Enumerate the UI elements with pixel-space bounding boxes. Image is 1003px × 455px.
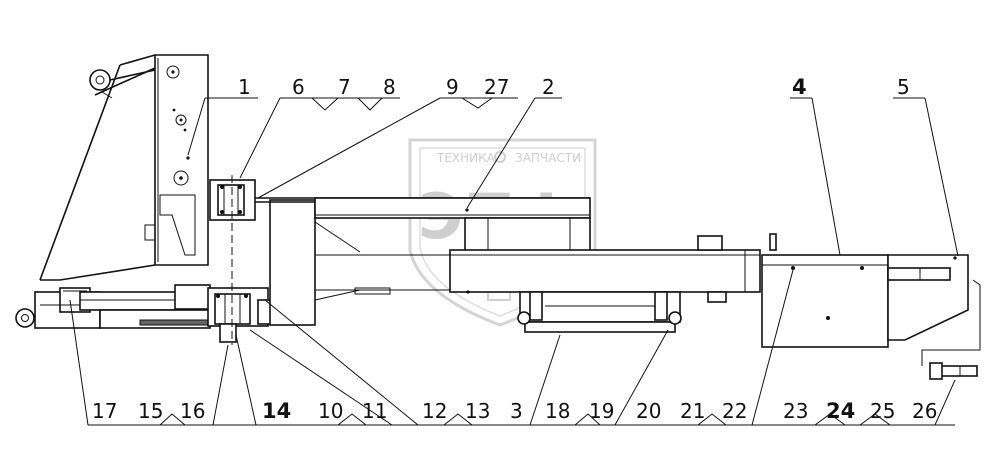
callout-7: 7 [338,75,351,99]
part-1-frame [39,54,209,281]
callout-17: 17 [92,399,117,423]
callout-15: 15 [138,399,163,423]
callout-14: 14 [262,399,291,423]
callout-23: 23 [783,399,808,423]
callout-24: 24 [826,399,855,423]
callout-27: 27 [484,75,509,99]
part-4-housing [761,254,889,348]
callouts-bottom: 17 15 16 14 10 11 12 13 3 18 19 20 21 22… [92,399,937,423]
cylinder-15-17 [15,284,221,329]
callout-25: 25 [870,399,895,423]
callout-3: 3 [510,399,523,423]
callout-19: 19 [589,399,614,423]
roller-assembly [517,291,682,333]
callout-2: 2 [542,75,555,99]
watermark-tagline-left: ТЕХНИКА [436,151,496,165]
callout-16: 16 [180,399,205,423]
callout-13: 13 [465,399,490,423]
callout-18: 18 [545,399,570,423]
callout-5: 5 [897,75,910,99]
callout-11: 11 [362,399,387,423]
watermark-tagline-right: ЗАПЧАСТИ [515,151,581,165]
callout-21: 21 [680,399,705,423]
callout-1: 1 [238,75,251,99]
callout-12: 12 [422,399,447,423]
watermark-gear-icon [494,151,506,163]
leaders-bottom [69,269,956,426]
callout-8: 8 [383,75,396,99]
callout-10: 10 [318,399,343,423]
callouts-top: 1 6 7 8 9 27 2 4 5 [238,75,910,99]
part-5-end-block [887,254,969,341]
callout-9: 9 [446,75,459,99]
part-26-bolt [921,279,981,380]
callout-20: 20 [636,399,661,423]
leaders-top [187,97,959,257]
callout-4: 4 [792,75,807,99]
callout-26: 26 [912,399,937,423]
hinge-lower [207,287,273,343]
callout-6: 6 [292,75,305,99]
callout-22: 22 [722,399,747,423]
